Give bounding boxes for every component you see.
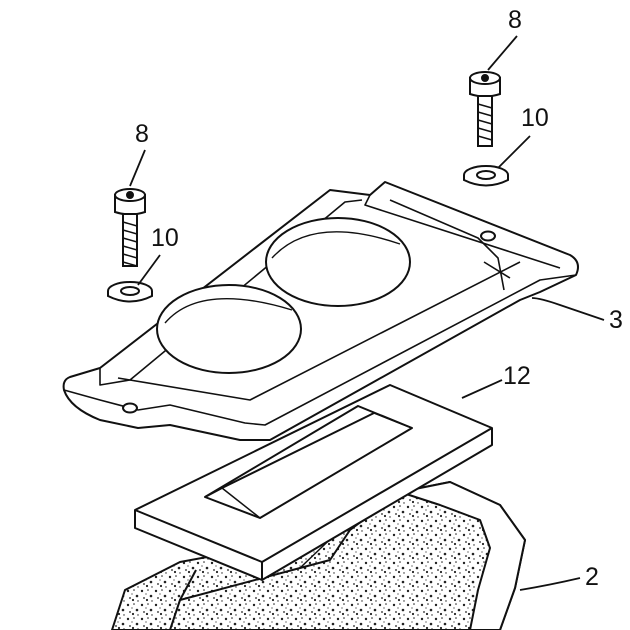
callout-washer-left: 10 [151,224,179,252]
callout-screw-right: 8 [508,6,522,34]
leader-gasket [461,379,503,399]
leader-screw-right [487,35,518,71]
leader-bracket [531,297,605,321]
washer-right [463,165,509,187]
washer-left [107,281,153,303]
leader-lines [129,35,605,591]
screw-right [469,71,501,147]
callout-gasket: 12 [503,362,531,390]
callout-base: 2 [585,563,599,591]
callout-bracket: 3 [609,306,623,334]
callout-washer-right: 10 [521,104,549,132]
leader-base [519,577,581,591]
leader-screw-left [129,149,146,187]
bracket-part [62,181,579,441]
leader-washer-left [137,254,161,286]
leader-washer-right [497,135,531,169]
callout-screw-left: 8 [135,120,149,148]
gasket-part [134,384,493,581]
screw-left [114,188,146,267]
